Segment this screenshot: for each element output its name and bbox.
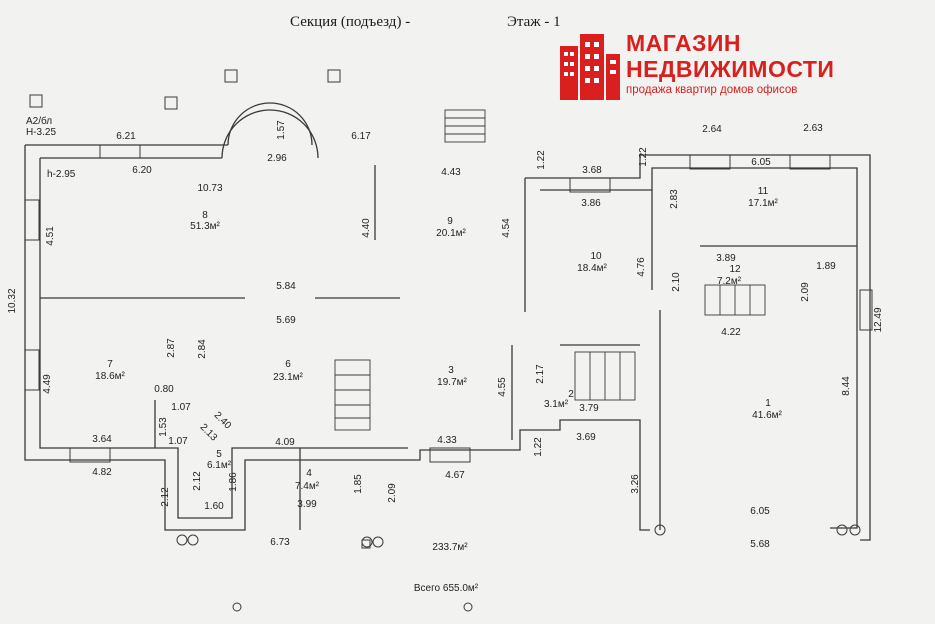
- dimension-label: 6.17: [351, 131, 371, 142]
- room-number: 5: [216, 449, 222, 460]
- dimension-label: 0.80: [154, 384, 174, 395]
- dimension-label: 2.84: [197, 339, 208, 359]
- dimension-label: 3.79: [579, 403, 599, 414]
- columns: [29, 69, 371, 549]
- dimension-label: 6.73: [270, 537, 290, 548]
- dimension-label: 1.22: [536, 150, 547, 170]
- dimension-label: 2.12: [192, 471, 203, 491]
- room-area: 19.7м²: [437, 377, 467, 388]
- room-number: 11: [757, 186, 769, 197]
- dimension-label: 2.83: [669, 189, 680, 209]
- dimension-label: 4.33: [437, 435, 457, 446]
- logo-building-icon: [560, 34, 620, 100]
- dimension-label: 2.10: [671, 272, 682, 292]
- room-area: 7.2м²: [716, 276, 742, 287]
- room-number: 1: [765, 398, 771, 409]
- room-area: 18.4м²: [577, 263, 607, 274]
- dimension-label: 5.68: [750, 539, 770, 550]
- dimension-label: 1.07: [168, 436, 188, 447]
- dimension-label: 1.60: [204, 501, 224, 512]
- dimension-label: 6.05: [750, 506, 770, 517]
- stairs: [334, 109, 766, 431]
- dimension-label: 3.26: [630, 474, 641, 494]
- room-number: 2: [568, 389, 574, 400]
- dimension-label: 4.51: [45, 226, 56, 246]
- room-number: 10: [590, 251, 602, 262]
- dimension-label: 12.49: [873, 307, 884, 333]
- dimension-label: 1.22: [533, 437, 544, 457]
- dimension-label: 4.40: [361, 218, 372, 238]
- dimension-label: 3.89: [716, 253, 736, 264]
- dimension-label: 5.84: [276, 281, 296, 292]
- dimension-label: 3.69: [576, 432, 596, 443]
- room-area: 51.3м²: [190, 221, 220, 232]
- outer-walls: [24, 102, 871, 541]
- code-label: А2/бл: [26, 116, 53, 127]
- dimension-label: 4.54: [501, 218, 512, 238]
- room-area: 6.1м²: [206, 460, 232, 471]
- dimension-label: 4.49: [42, 374, 53, 394]
- total-area: 233.7м²: [432, 542, 468, 553]
- room-area: 20.1м²: [436, 228, 466, 239]
- room-area: 41.6м²: [752, 410, 782, 421]
- dimension-label: 3.86: [581, 198, 601, 209]
- wheel-marks: [176, 524, 861, 612]
- logo: МАГАЗИН НЕДВИЖИМОСТИ продажа квартир дом…: [560, 28, 850, 108]
- room-number: 8: [202, 210, 208, 221]
- logo-line-2: НЕДВИЖИМОСТИ: [626, 56, 835, 82]
- grand-total: Всего 655.0м²: [413, 583, 479, 594]
- height-small-h-label: h-2.95: [47, 169, 76, 180]
- dimension-label: 8.44: [841, 376, 852, 396]
- dimension-label: 1.53: [158, 417, 169, 437]
- room-area: 7.4м²: [294, 481, 320, 492]
- dimension-label: 2.09: [387, 483, 398, 503]
- dimension-label: 2.09: [800, 282, 811, 302]
- dimension-label: 4.43: [441, 167, 461, 178]
- dimension-label: 1.85: [353, 474, 364, 494]
- dimension-label: 6.05: [751, 157, 771, 168]
- dimension-label: 4.22: [721, 327, 741, 338]
- room-area: 18.6м²: [95, 371, 125, 382]
- logo-line-1: МАГАЗИН: [626, 30, 742, 56]
- dimension-label: 10.73: [197, 183, 223, 194]
- dimension-label: 1.86: [228, 472, 239, 492]
- dimension-label: 5.69: [276, 315, 296, 326]
- dimension-label: 1.22: [638, 147, 649, 167]
- room-number: 9: [447, 216, 453, 227]
- dimension-label: 6.20: [132, 165, 152, 176]
- dimension-label: 2.64: [702, 124, 722, 135]
- room-number: 4: [306, 468, 312, 479]
- room-number: 12: [729, 264, 741, 275]
- room-area: 3.1м²: [543, 399, 569, 410]
- section-header: Секция (подъезд) -: [290, 14, 411, 30]
- dimension-label: 10.32: [7, 288, 18, 314]
- room-number: 3: [448, 365, 454, 376]
- dimension-label: 6.21: [116, 131, 136, 142]
- dimension-label: 1.57: [276, 120, 287, 140]
- floor-header: Этаж - 1: [507, 14, 561, 30]
- room-area: 23.1м²: [273, 372, 303, 383]
- room-number: 7: [107, 359, 113, 370]
- dimension-label: 2.63: [803, 123, 823, 134]
- dimension-label: 3.64: [92, 434, 112, 445]
- height-h-label: Н-3.25: [26, 127, 57, 138]
- dimension-label: 2.87: [166, 338, 177, 358]
- dimension-label: 3.68: [582, 165, 602, 176]
- dimension-label: 4.76: [636, 257, 647, 277]
- dimension-label: 4.67: [445, 470, 465, 481]
- room-number: 6: [285, 359, 291, 370]
- dimension-label: 1.89: [816, 261, 836, 272]
- window-marks: [24, 144, 873, 463]
- dimension-label: 2.12: [160, 487, 171, 507]
- logo-tagline: продажа квартир домов офисов: [626, 84, 798, 96]
- dimension-label: 4.55: [497, 377, 508, 397]
- dimension-label: 1.07: [171, 402, 191, 413]
- room-area: 17.1м²: [748, 198, 778, 209]
- dimension-label: 4.09: [275, 437, 295, 448]
- dimension-label: 2.17: [535, 364, 546, 384]
- dimension-label: 3.99: [297, 499, 317, 510]
- dimension-label: 4.82: [92, 467, 112, 478]
- dimension-label: 2.96: [267, 153, 287, 164]
